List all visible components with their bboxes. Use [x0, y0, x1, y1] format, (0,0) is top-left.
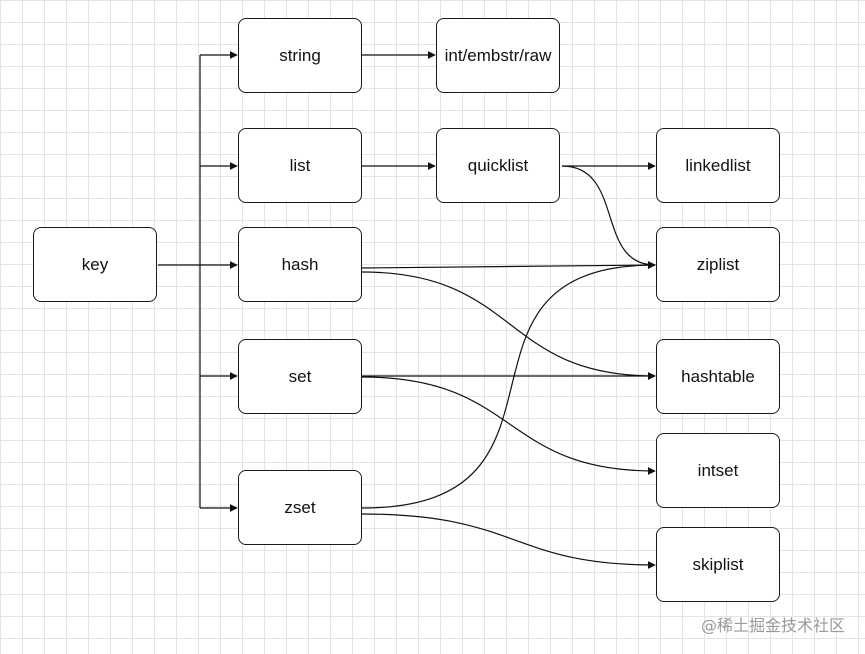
edge-hash-ziplist [361, 261, 656, 270]
edge-quicklist-ziplist [561, 165, 656, 269]
node-ziplist[interactable]: ziplist [656, 227, 780, 302]
node-ziplist-label: ziplist [696, 254, 740, 274]
node-key-label: key [81, 254, 109, 274]
node-intset[interactable]: intset [656, 433, 780, 508]
edge-zset-skiplist [361, 513, 656, 569]
edge-hash-hashtable [361, 271, 656, 380]
node-skiplist-label: skiplist [692, 554, 744, 574]
node-hash-label: hash [281, 254, 319, 274]
node-linkedlist[interactable]: linkedlist [656, 128, 780, 203]
node-string-label: string [279, 45, 321, 65]
node-list-label: list [289, 155, 311, 175]
edge-set-intset [361, 376, 656, 475]
node-intset-label: intset [697, 460, 739, 480]
node-linkedlist-label: linkedlist [685, 155, 751, 175]
node-int-embstr-raw-label: int/embstr/raw [444, 45, 552, 65]
node-quicklist[interactable]: quicklist [436, 128, 560, 203]
node-hashtable-label: hashtable [681, 366, 755, 386]
edge-zset-ziplist [361, 261, 656, 509]
node-skiplist[interactable]: skiplist [656, 527, 780, 602]
node-set-label: set [288, 366, 312, 386]
node-zset[interactable]: zset [238, 470, 362, 545]
node-list[interactable]: list [238, 128, 362, 203]
node-zset-label: zset [284, 497, 316, 517]
node-hash[interactable]: hash [238, 227, 362, 302]
node-int-embstr-raw[interactable]: int/embstr/raw [436, 18, 560, 93]
node-string[interactable]: string [238, 18, 362, 93]
node-hashtable[interactable]: hashtable [656, 339, 780, 414]
node-quicklist-label: quicklist [467, 155, 529, 175]
node-set[interactable]: set [238, 339, 362, 414]
node-key[interactable]: key [33, 227, 157, 302]
watermark: @稀土掘金技术社区 [700, 616, 845, 635]
